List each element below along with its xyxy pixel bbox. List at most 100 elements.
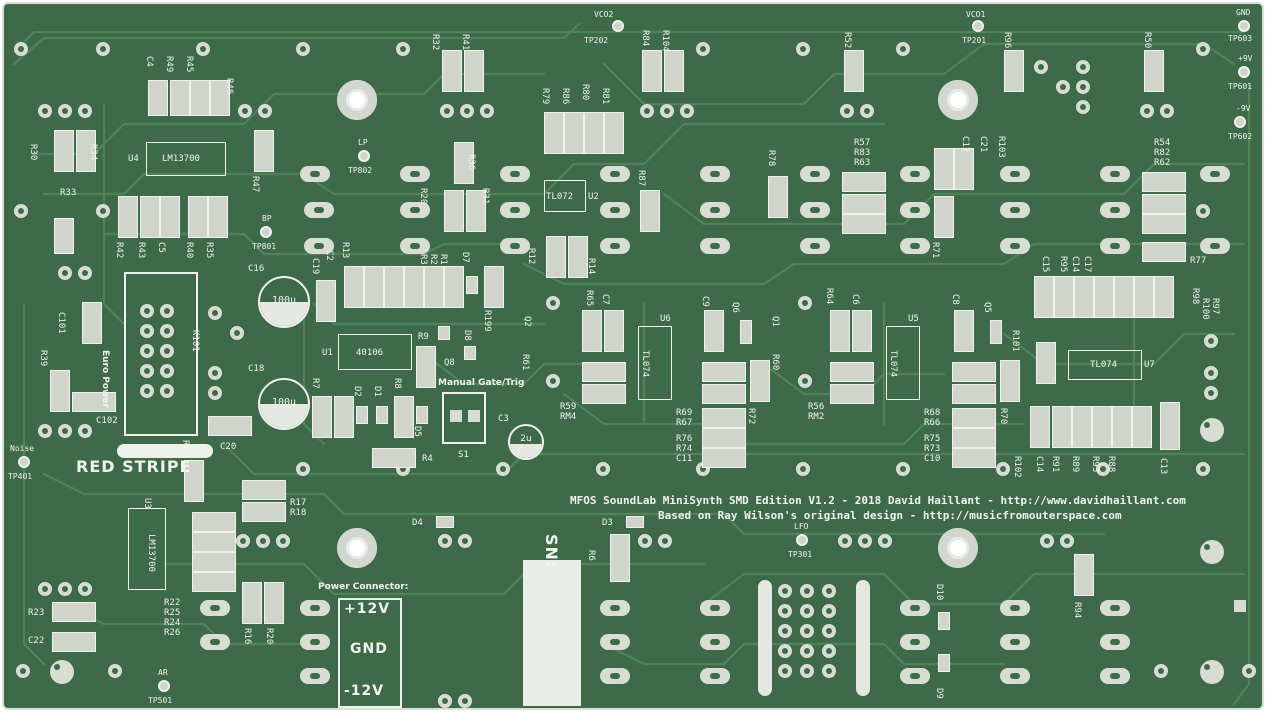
pot-pad <box>304 202 334 218</box>
component-ref-label: R66 <box>924 418 941 428</box>
component-ref-label: R68 <box>924 408 941 418</box>
via-pad <box>208 306 222 320</box>
component-ref-label: R86 <box>560 88 570 105</box>
euro-power-header <box>124 272 198 436</box>
component-ref-label: C9 <box>700 296 710 307</box>
component-ref-label: R1 <box>438 254 448 265</box>
header-pin <box>822 644 836 658</box>
ic-u4 <box>146 142 226 176</box>
via-pad <box>396 42 410 56</box>
pot-pad <box>1200 166 1230 182</box>
via-pad <box>196 42 210 56</box>
via-pad <box>14 42 28 56</box>
smd-pad <box>254 130 274 172</box>
via-pad <box>680 104 694 118</box>
via-pad <box>1060 534 1074 548</box>
red-stripe-label: RED STRIPE <box>76 457 192 476</box>
via-pad <box>896 42 910 56</box>
smd-pad <box>404 266 424 308</box>
smd-pad <box>1004 50 1024 92</box>
smd-pad <box>1134 276 1154 318</box>
pot-pad <box>700 600 730 616</box>
component-ref-label: R12 <box>526 248 536 265</box>
via-pad <box>696 42 710 56</box>
smd-pad <box>954 148 974 190</box>
smd-pad <box>750 360 770 402</box>
smd-pad <box>952 408 996 428</box>
header-pin <box>822 664 836 678</box>
smd-pad <box>442 50 462 92</box>
component-ref-label: R13 <box>340 242 350 259</box>
via-pad <box>14 204 28 218</box>
component-ref-label: R69 <box>676 408 693 418</box>
u1-label: U1 <box>322 348 333 358</box>
pot-pad <box>700 166 730 182</box>
via-pad <box>1204 386 1218 400</box>
smd-pad <box>454 142 474 184</box>
pot-pad <box>600 600 630 616</box>
component-ref-label: R2 <box>428 254 438 265</box>
component-ref-label: R103 <box>996 136 1006 158</box>
via-pad <box>296 42 310 56</box>
component-ref-label: C13 <box>1158 458 1168 475</box>
component-ref-label: R95 <box>1058 256 1068 273</box>
via-pad <box>38 582 52 596</box>
component-ref-label: R47 <box>250 176 260 193</box>
component-ref-label: R79 <box>540 88 550 105</box>
smd-pad <box>938 654 950 672</box>
via-pad <box>58 266 72 280</box>
smd-pad <box>466 276 478 294</box>
smd-pad <box>356 406 368 424</box>
test-point <box>1238 66 1250 78</box>
component-ref-label: R35 <box>204 242 214 259</box>
pot-pad <box>300 600 330 616</box>
component-ref-label: R77 <box>1190 256 1207 266</box>
via-pad <box>640 104 654 118</box>
component-ref-label: R80 <box>580 84 590 101</box>
via-pad <box>78 266 92 280</box>
smd-pad <box>704 310 724 352</box>
power-connector-title: Power Connector: <box>318 582 409 592</box>
power-connector-box <box>338 598 402 708</box>
component-ref-label: R101 <box>1010 330 1020 352</box>
component-ref-label: C8 <box>950 294 960 305</box>
component-ref-label: R4 <box>422 454 433 464</box>
pot-pad <box>600 202 630 218</box>
smd-pad <box>938 612 950 630</box>
via-pad <box>838 534 852 548</box>
component-ref-label: R104 <box>660 30 670 52</box>
via-pad <box>496 462 510 476</box>
component-ref-label: R62 <box>1154 158 1171 168</box>
component-ref-label: R81 <box>600 88 610 105</box>
smd-pad <box>1036 342 1056 384</box>
via-pad <box>96 42 110 56</box>
via-pad <box>208 366 222 380</box>
tp-id: TP602 <box>1228 132 1253 141</box>
via-pad <box>1204 334 1218 348</box>
via-pad <box>546 296 560 310</box>
smd-pad <box>188 196 208 238</box>
pot-pad <box>900 202 930 218</box>
pot-pad <box>400 202 430 218</box>
component-ref-label: R63 <box>854 158 871 168</box>
via-pad <box>1242 664 1256 678</box>
component-ref-label: R61 <box>520 354 530 371</box>
smd-pad <box>82 302 102 344</box>
component-ref-label: C15 <box>1040 256 1050 273</box>
via-pad <box>596 462 610 476</box>
power-pos-label: +12V <box>344 601 391 617</box>
capacitor-c18: 100u <box>258 378 310 430</box>
tp-name: LP <box>358 138 368 147</box>
serial-number-label: SN: <box>542 534 561 569</box>
via-pad <box>1196 42 1210 56</box>
smd-pad <box>484 266 504 308</box>
tp-id: TP802 <box>348 166 373 175</box>
component-ref-label: R41 <box>460 34 470 51</box>
smd-pad <box>394 396 414 438</box>
via-pad <box>638 534 652 548</box>
component-ref-label: Q2 <box>522 316 532 327</box>
component-ref-label: R21 <box>180 440 190 457</box>
via-pad <box>58 104 72 118</box>
smd-pad <box>610 534 630 582</box>
test-point <box>796 534 808 546</box>
